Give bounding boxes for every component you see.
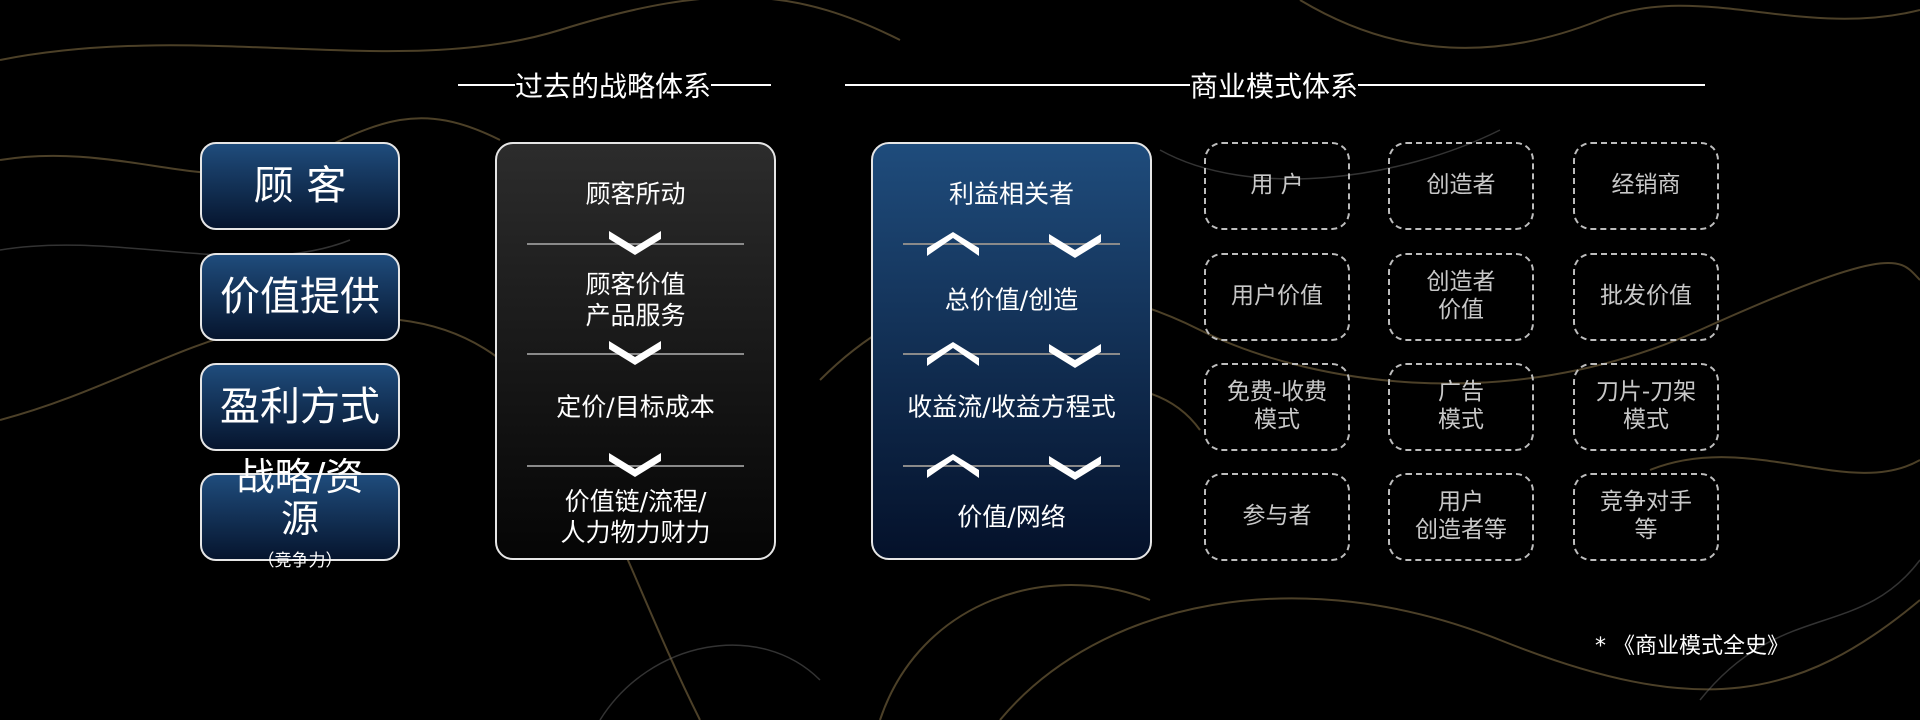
- header-title: 商业模式体系: [1190, 70, 1359, 103]
- model-element-text: 用户价值: [1231, 283, 1323, 310]
- model-element-box: 刀片-刀架 模式: [1573, 363, 1719, 451]
- model-element-box: 广告 模式: [1388, 363, 1534, 451]
- chevron-up-icon: [927, 454, 979, 478]
- panel-step: 顾客所动: [585, 179, 686, 209]
- model-element-text: 广告 模式: [1438, 379, 1484, 433]
- model-element-text: 批发价值: [1600, 283, 1692, 310]
- divider: [903, 465, 1120, 467]
- panel-step: 收益流/收益方程式: [907, 392, 1116, 422]
- label-text: 战略/资源: [236, 455, 364, 541]
- panel-step: 利益相关者: [948, 179, 1074, 209]
- divider: [527, 353, 744, 355]
- chevron-up-icon: [927, 232, 979, 256]
- label-strategy-resource: 战略/资源 （竞争力）: [200, 456, 400, 570]
- model-element-text: 参与者: [1242, 503, 1312, 530]
- chevron-down-icon: [1049, 456, 1101, 480]
- divider: [527, 243, 744, 245]
- model-element-box: 创造者: [1388, 142, 1534, 230]
- header-line: [1358, 84, 1706, 86]
- divider: [903, 353, 1120, 355]
- model-element-box: 创造者 价值: [1388, 253, 1534, 341]
- panel-step: 价值链/流程/ 人力物力财力: [560, 486, 711, 547]
- model-element-text: 免费-收费 模式: [1226, 379, 1328, 433]
- panel-step: 价值/网络: [957, 502, 1066, 532]
- label-text: 价值提供: [220, 274, 380, 320]
- model-element-text: 经销商: [1611, 172, 1681, 199]
- chevron-down-icon: [1049, 234, 1101, 258]
- strategy-panel: 顾客所动顾客价值 产品服务定价/目标成本价值链/流程/ 人力物力财力: [495, 142, 776, 560]
- model-element-text: 刀片-刀架 模式: [1595, 379, 1697, 433]
- panel-step: 定价/目标成本: [556, 392, 715, 422]
- model-element-box: 用 户: [1204, 142, 1350, 230]
- model-element-text: 创造者: [1426, 172, 1496, 199]
- label-text: 顾 客: [253, 163, 347, 209]
- panel-step: 总价值/创造: [944, 285, 1079, 315]
- divider: [903, 243, 1120, 245]
- model-element-box: 经销商: [1573, 142, 1719, 230]
- model-element-text: 用 户: [1250, 172, 1304, 199]
- model-element-box: 用户 创造者等: [1388, 473, 1534, 561]
- label-customer: 顾 客: [200, 142, 400, 230]
- header-business-model: 商业模式体系: [845, 68, 1706, 103]
- label-text: 盈利方式: [220, 384, 380, 430]
- chevron-down-icon: [609, 453, 661, 477]
- model-element-text: 创造者 价值: [1426, 269, 1496, 323]
- header-past-strategy: 过去的战略体系: [458, 68, 772, 103]
- model-element-box: 免费-收费 模式: [1204, 363, 1350, 451]
- model-element-box: 批发价值: [1573, 253, 1719, 341]
- model-element-box: 参与者: [1204, 473, 1350, 561]
- label-subtext: （竞争力）: [257, 551, 343, 572]
- chevron-up-icon: [927, 342, 979, 366]
- panel-step: 顾客价值 产品服务: [585, 269, 686, 330]
- header-line: [845, 84, 1190, 86]
- footnote: * 《商业模式全史》: [1595, 634, 1789, 659]
- model-element-text: 竞争对手 等: [1600, 489, 1692, 543]
- header-title: 过去的战略体系: [515, 70, 712, 103]
- chevron-down-icon: [1049, 344, 1101, 368]
- model-element-box: 竞争对手 等: [1573, 473, 1719, 561]
- header-line: [711, 84, 772, 86]
- label-profit-model: 盈利方式: [200, 363, 400, 451]
- model-element-text: 用户 创造者等: [1415, 489, 1507, 543]
- label-value-offer: 价值提供: [200, 253, 400, 341]
- business-model-panel: 利益相关者总价值/创造收益流/收益方程式价值/网络: [871, 142, 1152, 560]
- model-element-box: 用户价值: [1204, 253, 1350, 341]
- divider: [527, 465, 744, 467]
- header-line: [458, 84, 515, 86]
- chevron-down-icon: [609, 341, 661, 365]
- chevron-down-icon: [609, 231, 661, 255]
